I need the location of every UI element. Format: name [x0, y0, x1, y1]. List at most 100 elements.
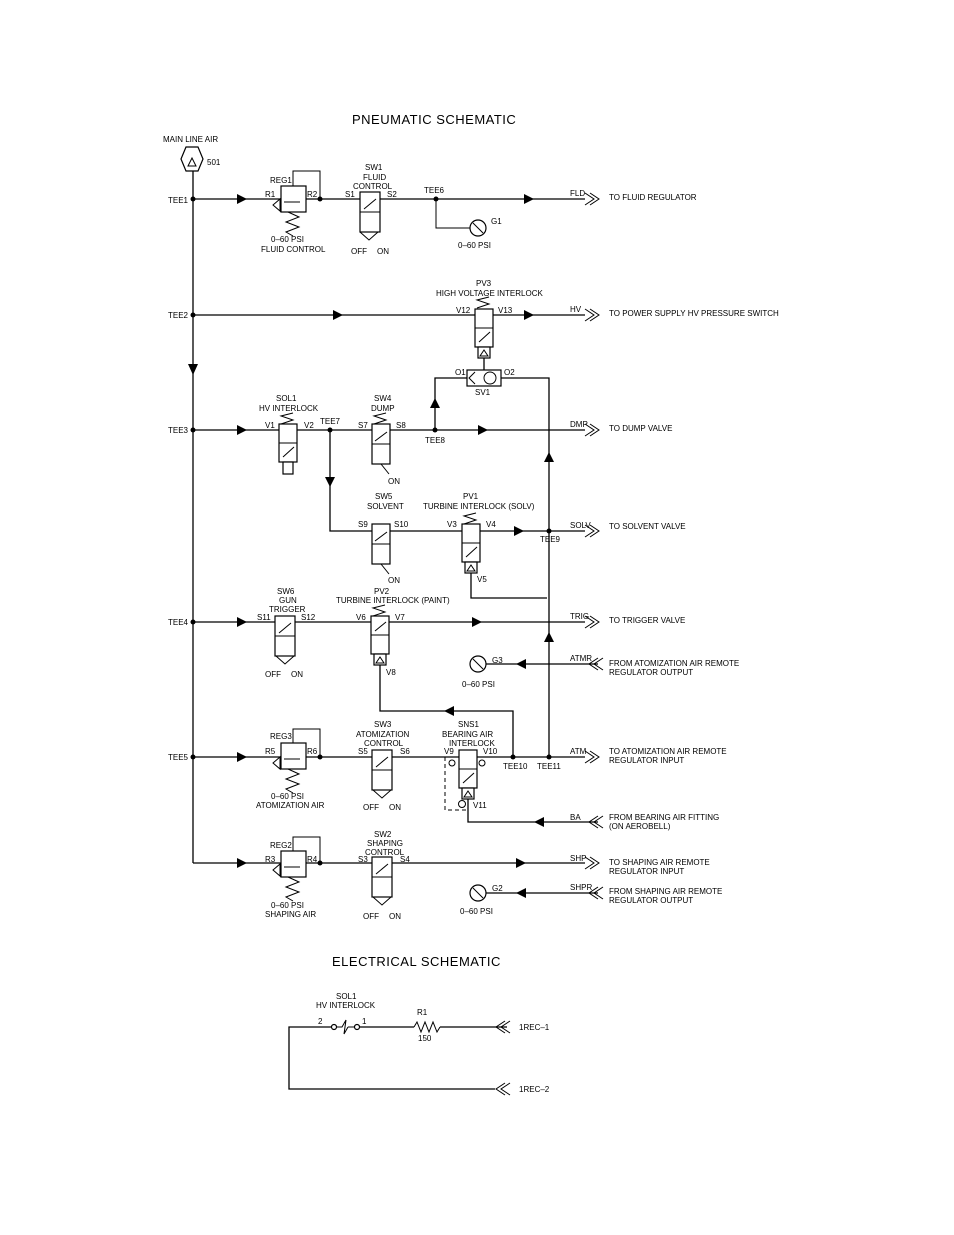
shp-dest-1: TO SHAPING AIR REMOTE [609, 858, 710, 867]
shp-dest-2: REGULATOR INPUT [609, 867, 684, 876]
sw5-out-label: S10 [394, 520, 409, 529]
pv1-pilot-label: V5 [477, 575, 487, 584]
tee1-label: TEE1 [168, 196, 189, 205]
sw4-switch[interactable]: SW4 DUMP S7 S8 ON [358, 394, 406, 486]
reg1-regulator: REG1 R1 R2 0–60 PSI FLUID CONTROL [261, 170, 326, 254]
sw3-switch[interactable]: SW3 ATOMIZATION CONTROL S5 S6 OFF ON [356, 720, 410, 812]
pv2-in-label: V6 [356, 613, 366, 622]
trunk-arrow [188, 364, 198, 375]
pv3-in-label: V12 [456, 306, 471, 315]
sns1-line2: INTERLOCK [449, 739, 495, 748]
sw5-line1: SOLVENT [367, 502, 404, 511]
reg3-desc: ATOMIZATION AIR [256, 801, 325, 810]
g3-range: 0–60 PSI [462, 680, 495, 689]
reg3-regulator: REG3 R5 R6 0–60 PSI ATOMIZATION AIR [256, 728, 325, 810]
sw5-on: ON [388, 576, 400, 585]
sw5-label: SW5 [375, 492, 393, 501]
reg3-range: 0–60 PSI [271, 792, 304, 801]
sw4-on: ON [388, 477, 400, 486]
shp-tag: SHP [570, 854, 586, 863]
elec-pin2: 2 [318, 1017, 323, 1026]
sw4-out-label: S8 [396, 421, 406, 430]
sw6-line1: GUN [279, 596, 297, 605]
row-solvent: SW5 SOLVENT S9 S10 ON PV1 TURBINE INTERL… [358, 492, 686, 599]
sw6-switch[interactable]: SW6 GUN TRIGGER S11 S12 OFF ON [257, 587, 316, 679]
sw1-on: ON [377, 247, 389, 256]
sw6-line2: TRIGGER [269, 605, 306, 614]
sw6-in-label: S11 [257, 613, 271, 622]
sw3-line1: ATOMIZATION [356, 730, 410, 739]
dmp-dest: TO DUMP VALVE [609, 424, 672, 433]
sol1-out-label: V2 [304, 421, 314, 430]
sw1-out-label: S2 [387, 190, 397, 199]
reg2-label: REG2 [270, 841, 292, 850]
electrical-title: ELECTRICAL SCHEMATIC [332, 954, 501, 969]
sw2-out-label: S4 [400, 855, 410, 864]
row-trigger: TEE4 SW6 GUN TRIGGER S11 S12 OFF ON PV2 … [168, 587, 685, 679]
reg2-regulator: REG2 R3 R4 0–60 PSI SHAPING AIR [265, 836, 321, 919]
pv2-out-label: V7 [395, 613, 405, 622]
row-atomization: TEE5 REG3 R5 R6 0–60 PSI ATOMIZATION AIR… [168, 720, 727, 812]
pv1-out-label: V4 [486, 520, 496, 529]
reg3-label: REG3 [270, 732, 292, 741]
sw2-in-label: S3 [358, 855, 368, 864]
atmr-tag: ATMR [570, 654, 592, 663]
ba-src-1: FROM BEARING AIR FITTING [609, 813, 719, 822]
tee6-label: TEE6 [424, 186, 445, 195]
pv1-in-label: V3 [447, 520, 457, 529]
pneumatic-title: PNEUMATIC SCHEMATIC [352, 112, 516, 127]
sw2-switch[interactable]: SW2 SHAPING CONTROL S3 S4 OFF ON [358, 830, 410, 921]
sns1-in-label: V9 [444, 747, 454, 756]
row-atmr: G3 0–60 PSI ATMR FROM ATOMIZATION AIR RE… [462, 654, 739, 689]
sw3-out-label: S6 [400, 747, 410, 756]
ba-src-2: (ON AEROBELL) [609, 822, 671, 831]
sv1-label: SV1 [475, 388, 491, 397]
sw1-switch[interactable]: SW1 FLUID CONTROL S1 S2 OFF ON [345, 163, 397, 256]
pv2-label: PV2 [374, 587, 390, 596]
pv2-valve: PV2 TURBINE INTERLOCK (PAINT) V6 V7 V8 [336, 587, 450, 677]
solv-tag: SOLV [570, 521, 591, 530]
g1-range: 0–60 PSI [458, 241, 491, 250]
trig-dest: TO TRIGGER VALVE [609, 616, 685, 625]
sw5-switch[interactable]: SW5 SOLVENT S9 S10 ON [358, 492, 409, 585]
tee3-label: TEE3 [168, 426, 189, 435]
tee9-label: TEE9 [540, 535, 561, 544]
pv1-valve: PV1 TURBINE INTERLOCK (SOLV) V3 V4 V5 [423, 492, 535, 584]
shpr-src-2: REGULATOR OUTPUT [609, 896, 693, 905]
sol1-in-label: V1 [265, 421, 275, 430]
sw2-line2: CONTROL [365, 848, 405, 857]
sw1-off: OFF [351, 247, 367, 256]
tee8-label: TEE8 [425, 436, 446, 445]
tee11-label: TEE11 [537, 762, 561, 771]
sw6-on: ON [291, 670, 303, 679]
sw2-label: SW2 [374, 830, 392, 839]
g2-range: 0–60 PSI [460, 907, 493, 916]
reg2-out-label: R4 [307, 855, 318, 864]
pv1-desc: TURBINE INTERLOCK (SOLV) [423, 502, 535, 511]
source-id: 501 [207, 158, 221, 167]
tee4-label: TEE4 [168, 618, 189, 627]
row-dump: TEE3 SOL1 HV INTERLOCK V1 V2 TEE7 SW4 DU… [168, 394, 672, 532]
fld-dest: TO FLUID REGULATOR [609, 193, 697, 202]
main-line-air-source: MAIN LINE AIR 501 [163, 135, 221, 172]
dmp-tag: DMP [570, 420, 588, 429]
sns1-pilot-label: V11 [473, 801, 487, 810]
sol1-label: SOL1 [276, 394, 297, 403]
atm-dest-1: TO ATOMIZATION AIR REMOTE [609, 747, 727, 756]
elec-rec1: 1REC–1 [519, 1023, 550, 1032]
solv-dest: TO SOLVENT VALVE [609, 522, 686, 531]
reg1-label: REG1 [270, 176, 292, 185]
g1-gauge: G1 0–60 PSI [458, 217, 502, 250]
pv3-desc: HIGH VOLTAGE INTERLOCK [436, 289, 543, 298]
reg2-range: 0–60 PSI [271, 901, 304, 910]
row-hv: TEE2 PV3 HIGH VOLTAGE INTERLOCK V12 V13 … [168, 279, 779, 359]
row-shaping: REG2 R3 R4 0–60 PSI SHAPING AIR SW2 SHAP… [193, 830, 710, 921]
atm-tag: ATM [570, 747, 587, 756]
g3-label: G3 [492, 656, 503, 665]
sw2-on: ON [389, 912, 401, 921]
ba-tag: BA [570, 813, 581, 822]
row-bearing-air: BA FROM BEARING AIR FITTING (ON AEROBELL… [467, 799, 719, 831]
elec-pin1: 1 [362, 1017, 367, 1026]
atmr-src-2: REGULATOR OUTPUT [609, 668, 693, 677]
